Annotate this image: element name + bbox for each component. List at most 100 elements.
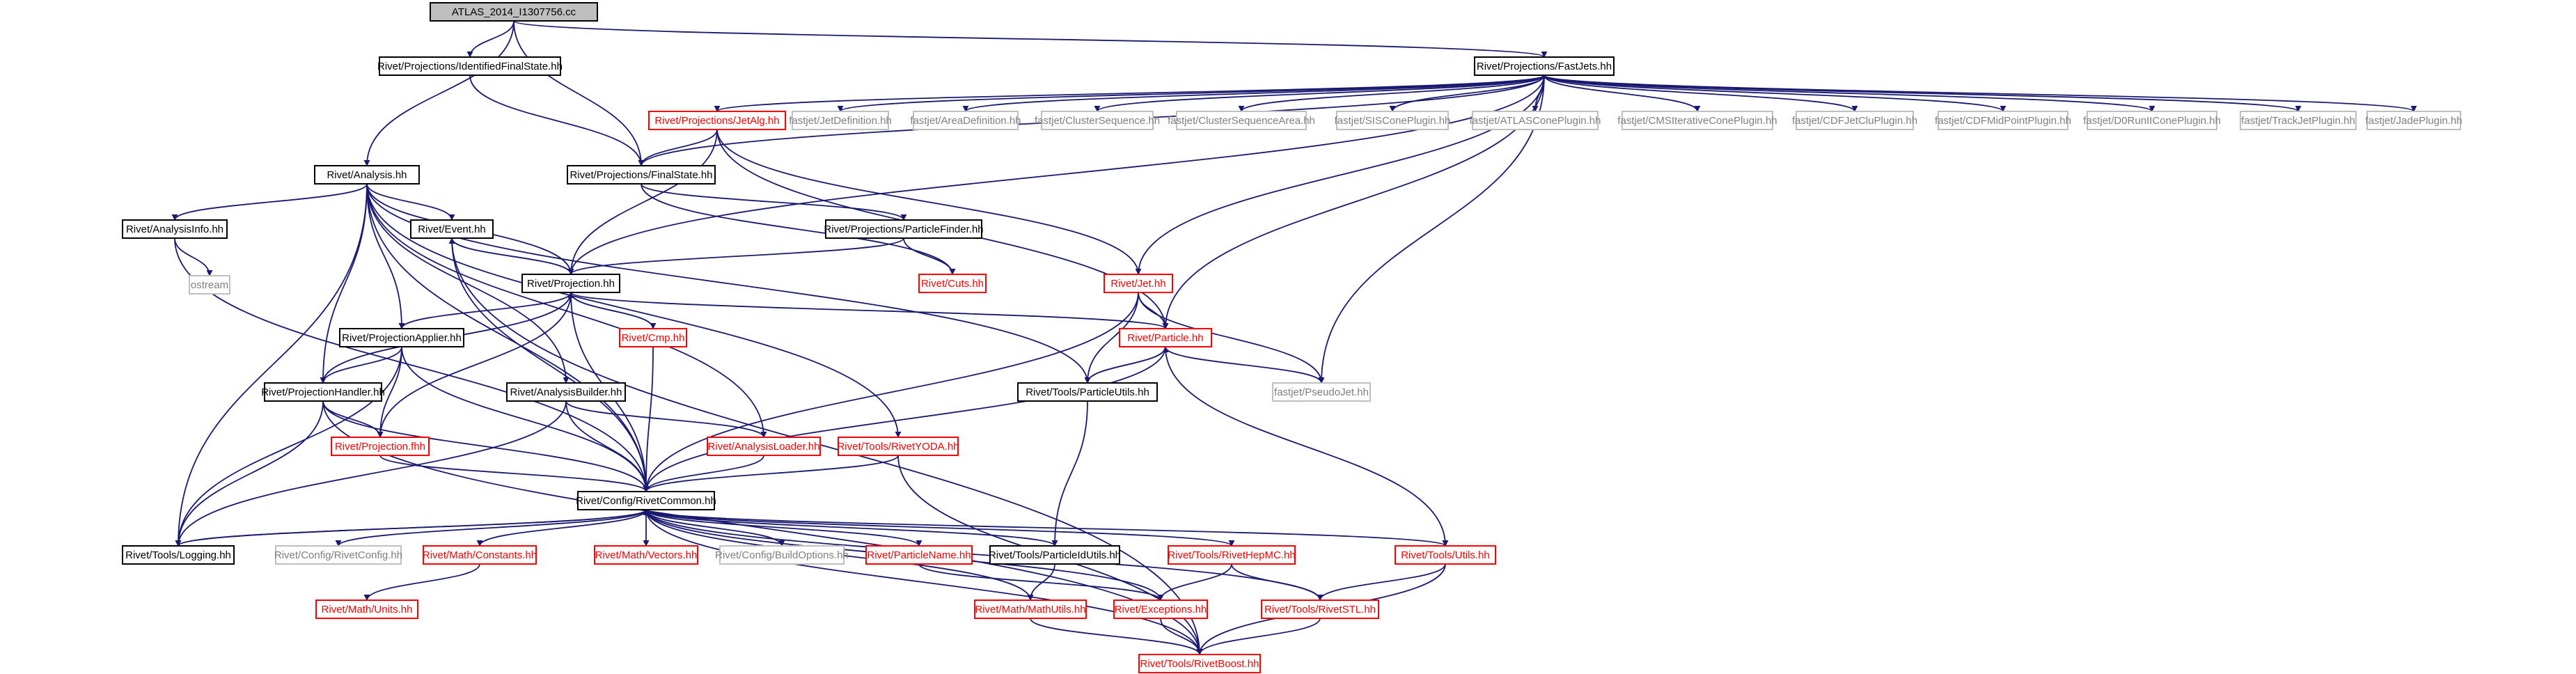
edge-projection-to-projfhh: [377, 292, 572, 438]
edge-analysisloader-to-rivetcommon: [643, 455, 764, 492]
node-box: [521, 274, 620, 293]
node-rivetyoda[interactable]: Rivet/Tools/RivetYODA.hh: [837, 437, 959, 456]
edge-rivetyoda-to-rivetcommon: [643, 455, 899, 492]
node-pseudojet[interactable]: fastjet/PseudoJet.hh: [1272, 382, 1371, 402]
node-fjatlas[interactable]: fastjet/ATLASConePlugin.hh: [1469, 111, 1601, 130]
node-label: Rivet/Tools/ParticleUtils.hh: [1026, 386, 1149, 398]
node-box: [2240, 111, 2357, 130]
node-box: [1938, 111, 2068, 130]
node-utils[interactable]: Rivet/Tools/Utils.hh: [1395, 545, 1496, 565]
node-cuts[interactable]: Rivet/Cuts.hh: [918, 274, 987, 293]
node-exceptions[interactable]: Rivet/Exceptions.hh: [1113, 599, 1208, 619]
edge-particle-to-pseudojet: [1165, 346, 1325, 384]
node-ostream[interactable]: ostream: [189, 275, 230, 295]
node-label: Rivet/Tools/RivetBoost.hh: [1140, 658, 1259, 670]
node-projapplier[interactable]: Rivet/ProjectionApplier.hh: [339, 328, 464, 347]
edge-projfhh-to-rivetcommon: [379, 455, 650, 492]
edge-fastjets-to-fjd0: [1544, 75, 2155, 112]
edge-event-to-rivetcommon: [451, 237, 650, 492]
node-box: [1113, 599, 1208, 619]
node-analysis[interactable]: Rivet/Analysis.hh: [314, 165, 420, 185]
node-rivethepmc[interactable]: Rivet/Tools/RivetHepMC.hh: [1168, 545, 1296, 565]
node-rivetstl[interactable]: Rivet/Tools/RivetSTL.hh: [1261, 599, 1379, 619]
node-particlefinder[interactable]: Rivet/Projections/ParticleFinder.hh: [824, 219, 984, 239]
node-vectors[interactable]: Rivet/Math/Vectors.hh: [594, 545, 698, 565]
edge-fastjets-to-fjcms: [1544, 75, 1701, 112]
node-box: [275, 545, 402, 565]
node-fjsis[interactable]: fastjet/SISConePlugin.hh: [1335, 111, 1451, 130]
node-particle[interactable]: Rivet/Particle.hh: [1119, 328, 1212, 347]
node-analysisloader[interactable]: Rivet/AnalysisLoader.hh: [707, 437, 821, 456]
node-projhandler[interactable]: Rivet/ProjectionHandler.hh: [261, 382, 385, 402]
edge-rivetcommon-to-particleidutils: [645, 509, 1058, 547]
edge-particlefinder-to-cuts: [903, 237, 956, 275]
node-box: [1272, 382, 1371, 402]
node-label: Rivet/Config/BuildOptions.hh: [715, 549, 849, 561]
node-label: Rivet/ProjectionHandler.hh: [261, 386, 385, 398]
edge-root-to-idfs: [466, 20, 515, 58]
node-box: [314, 165, 420, 185]
edge-particlename-to-exceptions: [918, 563, 1164, 601]
edge-rivetcommon-to-rivetconfig: [335, 509, 647, 547]
node-box: [1621, 111, 1773, 130]
node-rivetboost[interactable]: Rivet/Tools/RivetBoost.hh: [1138, 654, 1261, 673]
node-fjcs[interactable]: fastjet/ClusterSequence.hh: [1035, 111, 1160, 130]
node-fjjade[interactable]: fastjet/JadePlugin.hh: [2365, 111, 2463, 130]
node-projection[interactable]: Rivet/Projection.hh: [521, 274, 620, 293]
edge-projapplier-to-projfhh: [377, 346, 402, 438]
node-idfs[interactable]: Rivet/Projections/IdentifiedFinalState.h…: [377, 56, 563, 76]
node-particlename[interactable]: Rivet/ParticleName.hh: [865, 545, 973, 565]
node-fjcdfclu[interactable]: fastjet/CDFJetCluPlugin.hh: [1792, 111, 1917, 130]
node-box: [1395, 545, 1496, 565]
node-mathutils[interactable]: Rivet/Math/MathUtils.hh: [974, 599, 1087, 619]
node-label: fastjet/SISConePlugin.hh: [1335, 115, 1451, 127]
node-fjcsa[interactable]: fastjet/ClusterSequenceArea.hh: [1168, 111, 1315, 130]
node-box: [913, 111, 1019, 130]
node-fjcms[interactable]: fastjet/CMSIterativeConePlugin.hh: [1617, 111, 1777, 130]
edge-idfs-to-finalstate: [469, 75, 645, 166]
node-projfhh[interactable]: Rivet/Projection.fhh: [331, 437, 430, 456]
node-label: Rivet/Projections/ParticleFinder.hh: [824, 224, 983, 235]
node-units[interactable]: Rivet/Math/Units.hh: [315, 599, 418, 619]
node-label: Rivet/Tools/RivetHepMC.hh: [1168, 549, 1295, 561]
node-analysisinfo[interactable]: Rivet/AnalysisInfo.hh: [122, 219, 228, 239]
node-jet[interactable]: Rivet/Jet.hh: [1104, 274, 1173, 293]
node-box: [1168, 545, 1296, 565]
node-box: [865, 545, 973, 565]
node-fastjets[interactable]: Rivet/Projections/FastJets.hh: [1474, 56, 1615, 76]
node-rivetconfig[interactable]: Rivet/Config/RivetConfig.hh: [274, 545, 402, 565]
node-logging[interactable]: Rivet/Tools/Logging.hh: [122, 545, 235, 565]
node-analysisbuilder[interactable]: Rivet/AnalysisBuilder.hh: [506, 382, 626, 402]
node-fjd0[interactable]: fastjet/D0RunIIConePlugin.hh: [2083, 111, 2221, 130]
node-label: Rivet/Jet.hh: [1110, 278, 1165, 290]
edge-analysis-to-projhandler: [320, 183, 368, 384]
node-particleidutils[interactable]: Rivet/Tools/ParticleIdUtils.hh: [989, 545, 1121, 565]
node-box: [315, 599, 418, 619]
node-finalstate[interactable]: Rivet/Projections/FinalState.hh: [567, 165, 716, 185]
node-box: [594, 545, 698, 565]
edge-constants-to-units: [363, 563, 480, 601]
node-fjcdfmid[interactable]: fastjet/CDFMidPointPlugin.hh: [1935, 111, 2071, 130]
node-event[interactable]: Rivet/Event.hh: [410, 219, 494, 239]
node-label: Rivet/Tools/RivetYODA.hh: [837, 441, 959, 453]
edge-fastjets-to-fjcsa: [1238, 75, 1545, 112]
node-buildoptions[interactable]: Rivet/Config/BuildOptions.hh: [715, 545, 849, 565]
node-root[interactable]: ATLAS_2014_I1307756.cc: [430, 2, 598, 22]
node-fjtrack[interactable]: fastjet/TrackJetPlugin.hh: [2240, 111, 2357, 130]
node-box: [506, 382, 626, 402]
node-box: [122, 219, 228, 239]
node-label: fastjet/JadePlugin.hh: [2365, 115, 2462, 127]
node-constants[interactable]: Rivet/Math/Constants.hh: [423, 545, 537, 565]
node-box: [1104, 274, 1173, 293]
node-box: [1472, 111, 1599, 130]
node-cmp[interactable]: Rivet/Cmp.hh: [619, 328, 687, 347]
node-jetalg[interactable]: Rivet/Projections/JetAlg.hh: [648, 111, 786, 130]
node-rivetcommon[interactable]: Rivet/Config/RivetCommon.hh: [576, 491, 716, 510]
edge-rivetcommon-to-buildoptions: [645, 509, 785, 547]
node-fjarea[interactable]: fastjet/AreaDefinition.hh: [910, 111, 1021, 130]
node-label: Rivet/Particle.hh: [1127, 332, 1203, 344]
edge-fastjets-to-fjjade: [1544, 75, 2417, 112]
node-fjdef[interactable]: fastjet/JetDefinition.hh: [789, 111, 892, 130]
node-particleutils[interactable]: Rivet/Tools/ParticleUtils.hh: [1017, 382, 1158, 402]
edge-analysis-to-projapplier: [366, 183, 405, 329]
